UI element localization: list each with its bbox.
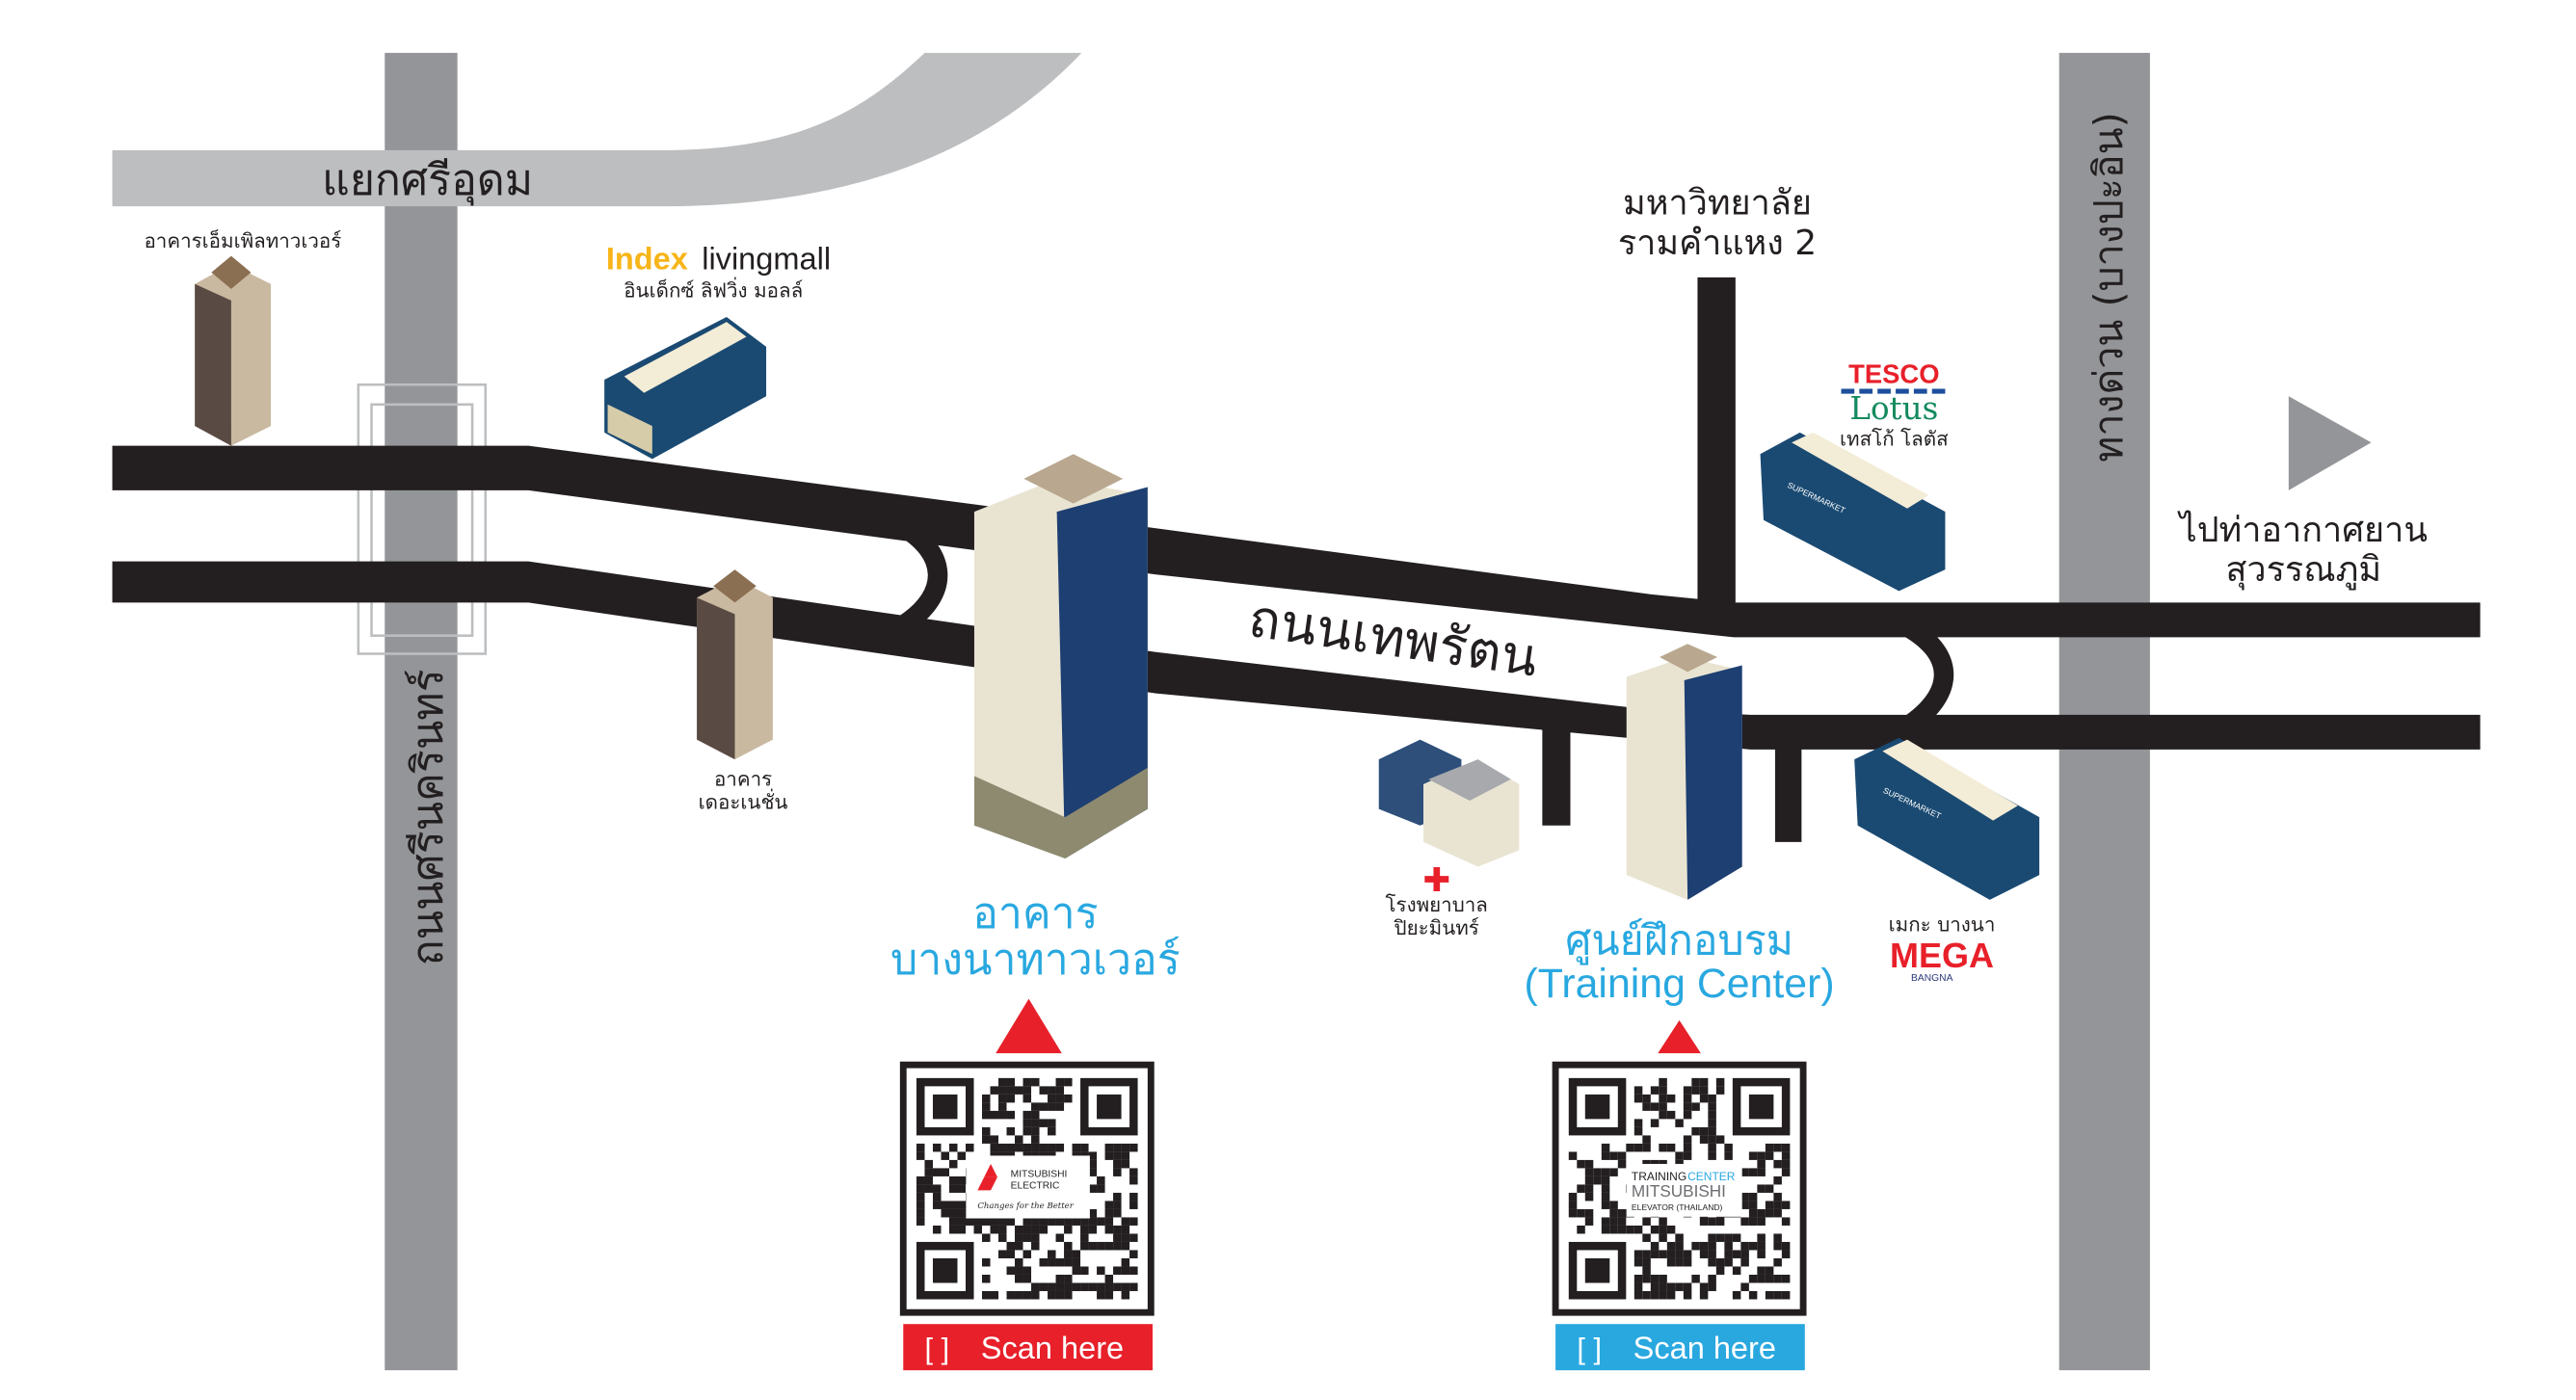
arrow-right-icon (2288, 396, 2372, 490)
label-mega: เมกะ บางนา (1889, 912, 1996, 936)
index-logo-text: livingmall (702, 241, 831, 276)
road-expressway (2058, 52, 2150, 1371)
road-si-udom (112, 52, 1082, 207)
index-logo: Index (606, 241, 688, 276)
qr-left-logo-3: Changes for the Better (977, 1202, 1074, 1211)
tesco-logo: TESCO (1848, 359, 1939, 389)
label-bangna-tower-2: บางนาทาวเวอร์ (890, 936, 1181, 984)
qr-right-logo-2: MITSUBISHI (1632, 1181, 1726, 1201)
road-ramkhamhaeng (1697, 277, 1736, 615)
qr-right-logo-3: ELEVATOR (THAILAND) (1632, 1202, 1723, 1212)
pointer-triangle-icon (996, 998, 1062, 1054)
mega-logo: MEGA (1890, 936, 1994, 975)
building-m-pill-tower (195, 255, 272, 446)
qr-right-logo-1b: CENTER (1687, 1170, 1736, 1183)
label-university-2: รามคำแหง 2 (1618, 224, 1817, 263)
building-training-center (1626, 644, 1742, 900)
pointer-triangle-icon (1658, 1019, 1701, 1054)
scan-here-button-bangna[interactable]: [ ] Scan here (903, 1324, 1153, 1371)
u-turn-left (894, 515, 948, 633)
label-index: อินเด็กซ์ ลิฟวิ่ง มอลล์ (624, 277, 803, 302)
mitsubishi-logo-icon (984, 1163, 997, 1177)
qr-left-logo-2: ELECTRIC (1011, 1181, 1060, 1192)
building-the-nation (697, 569, 773, 760)
scan-here-label: Scan here (981, 1331, 1124, 1365)
qr-right-logo-1: TRAINING (1632, 1170, 1686, 1183)
scan-here-button-training[interactable]: [ ] Scan here (1555, 1324, 1805, 1371)
building-tesco-lotus: SUPERMARKET (1760, 432, 1946, 592)
building-mega-bangna: SUPERMARKET (1854, 737, 2040, 900)
label-hospital: โรงพยาบาล (1386, 893, 1488, 916)
label-training-center-2: (Training Center) (1525, 961, 1835, 1007)
label-the-nation: อาคาร (714, 768, 772, 791)
qr-code-bangna-tower[interactable]: MITSUBISHI ELECTRIC Changes for the Bett… (899, 1061, 1155, 1316)
lotus-logo: Lotus (1849, 390, 1938, 427)
building-bangna-tower (973, 454, 1148, 858)
mega-logo-sub: BANGNA (1911, 973, 1953, 984)
qr-code-training-center[interactable]: TRAINING CENTER MITSUBISHI ELEVATOR (THA… (1552, 1061, 1807, 1316)
u-turn-right (1897, 615, 1954, 735)
building-index-living-mall (604, 316, 767, 460)
road-srinakarin (385, 52, 458, 1371)
label-training-center: ศูนย์ฝึกอบรม (1565, 917, 1793, 965)
label-expressway: ทางด่วน (บางปะอิน) (2085, 112, 2132, 462)
label-m-pill-tower: อาคารเอ็มเพิลทาวเวอร์ (144, 227, 341, 252)
label-the-nation-2: เดอะเนชั่น (699, 789, 788, 814)
label-tesco: เทสโก้ โลตัส (1840, 428, 1949, 451)
label-si-udom: แยกศรีอุดม (322, 155, 533, 206)
red-cross-icon: ✚ (1422, 862, 1450, 899)
building-piyamin-hospital (1378, 739, 1520, 867)
label-airport: ไปท่าอากาศยาน (2177, 510, 2428, 550)
label-srinakarin: ถนนศรีนครินทร์ (403, 669, 453, 965)
scan-frame-icon: [ ] (1577, 1332, 1602, 1365)
label-airport-2: สุวรรณภูมิ (2225, 550, 2381, 591)
label-bangna-tower: อาคาร (972, 890, 1098, 938)
scan-here-label: Scan here (1633, 1331, 1776, 1365)
label-hospital-2: ปิยะมินทร์ (1394, 916, 1479, 939)
road-thepharat-upper (112, 445, 2481, 638)
qr-left-logo-1: MITSUBISHI (1011, 1170, 1068, 1180)
label-university: มหาวิทยาลัย (1623, 184, 1812, 224)
scan-frame-icon: [ ] (925, 1332, 950, 1365)
bridge-outline (357, 383, 488, 655)
